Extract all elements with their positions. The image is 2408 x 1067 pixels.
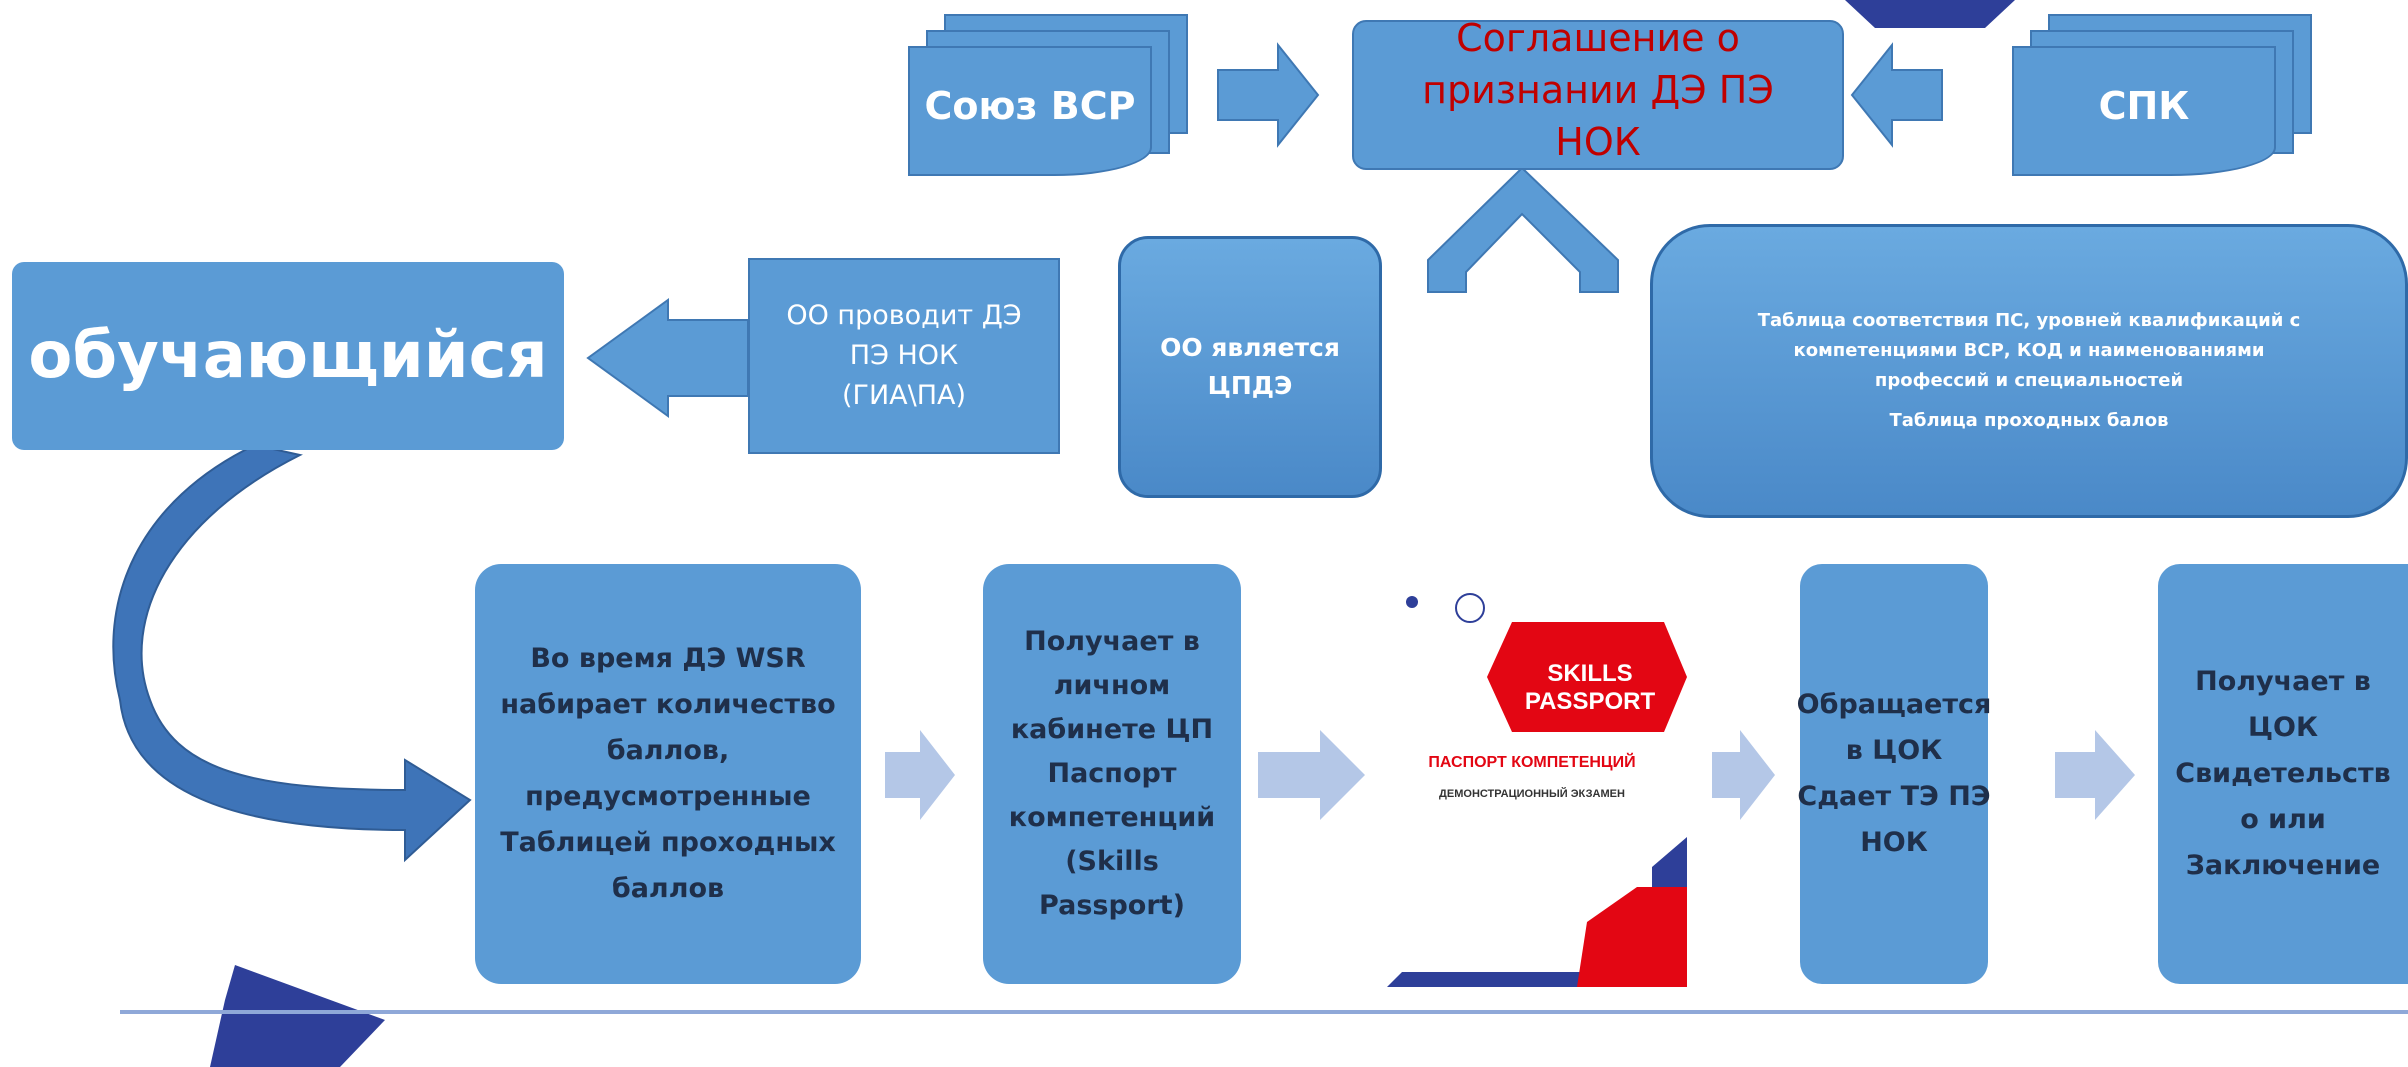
passport-brand: SKILLS PASSPORT	[1524, 660, 1656, 715]
source-vsr-label: Союз ВСР	[924, 84, 1136, 128]
table-box: Таблица соответствия ПС, уровней квалифи…	[1650, 224, 2408, 518]
red-corner	[1577, 887, 1687, 987]
badge-icon	[1455, 593, 1485, 623]
arrow-left-to-student	[586, 298, 749, 418]
skills-passport-image: SKILLS PASSPORT ПАСПОРТ КОМПЕТЕНЦИЙ ДЕМО…	[1382, 582, 1687, 987]
source-spk-stack: СПК	[2012, 14, 2312, 179]
arrow-light-3	[1712, 730, 1775, 820]
student-box: обучающийся	[12, 262, 564, 450]
step-take-exam: Обращается в ЦОК Сдает ТЭ ПЭ НОК	[1797, 564, 1991, 984]
arrow-left-top-right	[1850, 42, 1943, 148]
table-label-2: Таблица проходных балов	[1889, 410, 2169, 431]
logo-icon	[1406, 596, 1418, 608]
oo-conducts-label: ОО проводит ДЭ ПЭ НОК (ГИА\ПА)	[786, 300, 1022, 411]
step-take-exam-label: Обращается в ЦОК Сдает ТЭ ПЭ НОК	[1796, 689, 1992, 858]
passport-graphic	[1387, 593, 1687, 987]
oo-is-center-label: ОО является ЦПДЭ	[1160, 333, 1340, 400]
curved-arrow	[112, 443, 472, 863]
arrow-right-top-left	[1217, 42, 1320, 148]
passport-subtitle: ДЕМОНСТРАЦИОННЫЙ ЭКЗАМЕН	[1439, 788, 1625, 800]
red-hexagon	[1487, 622, 1687, 732]
step-get-passport-label: Получает в личном кабинете ЦП Паспорт ко…	[1008, 626, 1216, 921]
passport-title: ПАСПОРТ КОМПЕТЕНЦИЙ	[1428, 754, 1636, 771]
arrow-light-2	[1258, 730, 1365, 820]
arrow-light-4	[2055, 730, 2135, 820]
source-vsr-stack: Союз ВСР	[908, 14, 1188, 179]
step-collect-points-label: Во время ДЭ WSR набирает количество балл…	[500, 643, 836, 904]
table-label: Таблица соответствия ПС, уровней квалифи…	[1757, 310, 2301, 391]
agreement-text: Соглашение о признании ДЭ ПЭ НОК	[1422, 16, 1774, 164]
arrow-light-1	[885, 730, 955, 820]
agreement-scroll	[1352, 20, 1844, 170]
oo-conducts-box: ОО проводит ДЭ ПЭ НОК (ГИА\ПА)	[748, 258, 1060, 454]
step-collect-points: Во время ДЭ WSR набирает количество балл…	[475, 564, 861, 984]
decor-hexagon-top	[1845, 0, 2015, 28]
doc-sheet	[2012, 46, 2276, 176]
decor-hexagon-bottom	[210, 965, 385, 1067]
source-spk-label: СПК	[2098, 84, 2190, 128]
doc-sheet	[908, 46, 1152, 176]
chevron-up-arrow	[1427, 166, 1619, 293]
student-label: обучающийся	[28, 319, 548, 393]
oo-is-center-box: ОО является ЦПДЭ	[1118, 236, 1382, 498]
step-get-passport: Получает в личном кабинете ЦП Паспорт ко…	[983, 564, 1241, 984]
step-get-certificate-label: Получает в ЦОК Свидетельств о или Заключ…	[2175, 666, 2391, 881]
step-get-certificate: Получает в ЦОК Свидетельств о или Заключ…	[2158, 564, 2408, 984]
